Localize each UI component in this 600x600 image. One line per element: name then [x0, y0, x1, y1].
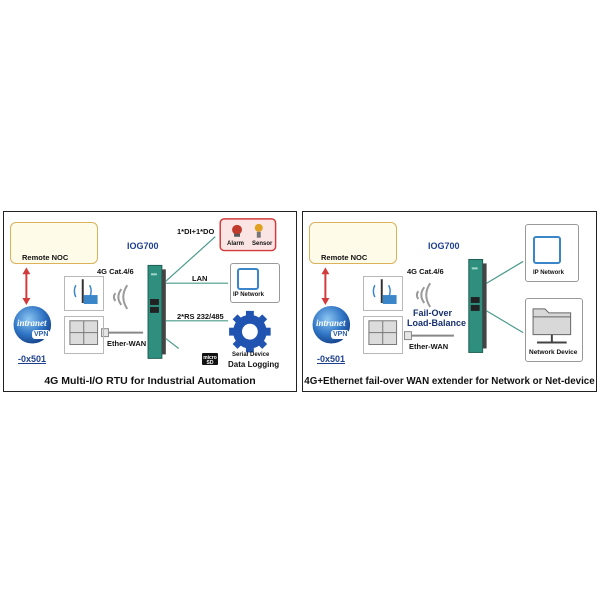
left-panel-caption: 4G Multi-I/O RTU for Industrial Automati…: [44, 375, 256, 387]
right-diagram-panel: Remote NOC intranet VPN -0x501 IOG700 4G…: [302, 211, 597, 392]
remote-noc-box: [10, 222, 98, 264]
cell-tower-icon: [372, 279, 397, 304]
alarm-label: Alarm: [227, 241, 245, 247]
cellular-label: 4G Cat.4/6: [97, 267, 134, 276]
ether-wan-label: Ether-WAN: [107, 339, 147, 348]
sd-card-icon: micro SD: [202, 353, 218, 366]
model-suffix-label: -0x501: [317, 354, 346, 364]
ip-network-inner: [533, 236, 561, 264]
device-model-label: IOG700: [127, 241, 159, 251]
remote-noc-box: [309, 222, 397, 264]
device-model-label: IOG700: [428, 241, 460, 251]
ethernet-tile: [64, 316, 104, 354]
ether-wan-label: Ether-WAN: [409, 342, 449, 351]
ethernet-tile: [363, 316, 403, 354]
ip-network-label: IP Network: [533, 270, 564, 276]
lan-label: LAN: [192, 274, 208, 283]
cellular-tile: [363, 276, 403, 311]
data-logging-label: Data Logging: [228, 360, 280, 369]
ip-network-inner: [237, 268, 259, 290]
serial-device-label: Serial Device: [232, 352, 270, 358]
vpn-badge: VPN: [32, 330, 51, 339]
network-device-box: [525, 298, 583, 362]
vpn-globe-text: intranet: [316, 318, 346, 328]
network-folder-icon: [532, 308, 572, 344]
serial-label: 2*RS 232/485: [177, 312, 224, 321]
ether-wan-cable-icon: [101, 328, 144, 338]
iog700-device-icon: [147, 264, 166, 359]
noc-vpn-arrow: [321, 267, 330, 305]
wireless-signal-icon: [112, 284, 129, 310]
alarm-sensor-box: [219, 218, 277, 252]
sensor-label: Sensor: [252, 241, 273, 247]
remote-noc-label: Remote NOC: [321, 253, 368, 262]
cellular-label: 4G Cat.4/6: [407, 267, 444, 276]
link-lines: [165, 236, 229, 349]
model-suffix-label: -0x501: [18, 354, 47, 364]
ip-network-label: IP Network: [233, 292, 264, 298]
ethernet-port-icon: [69, 320, 99, 346]
ether-wan-cable-icon: [404, 331, 454, 341]
right-panel-caption: 4G+Ethernet fail-over WAN extender for N…: [304, 376, 595, 387]
noc-vpn-arrow: [22, 267, 31, 305]
vpn-globe-text: intranet: [17, 318, 47, 328]
ethernet-port-icon: [368, 320, 398, 346]
serial-device-gear-icon: [229, 310, 271, 353]
remote-noc-label: Remote NOC: [22, 253, 69, 262]
failover-label: Fail-Over: [413, 308, 453, 318]
wireless-signal-icon: [415, 282, 432, 308]
left-diagram-panel: Remote NOC intranet VPN -0x501 IOG700 4G…: [3, 211, 297, 392]
iog700-device-icon: [468, 258, 487, 353]
cellular-tile: [64, 276, 104, 311]
io-label: 1*DI+1*DO: [177, 227, 215, 236]
network-device-label: Network Device: [529, 349, 578, 356]
vpn-badge: VPN: [331, 330, 350, 339]
cell-tower-icon: [73, 279, 98, 304]
link-lines: [486, 260, 524, 334]
loadbalance-label: Load-Balance: [407, 318, 467, 328]
